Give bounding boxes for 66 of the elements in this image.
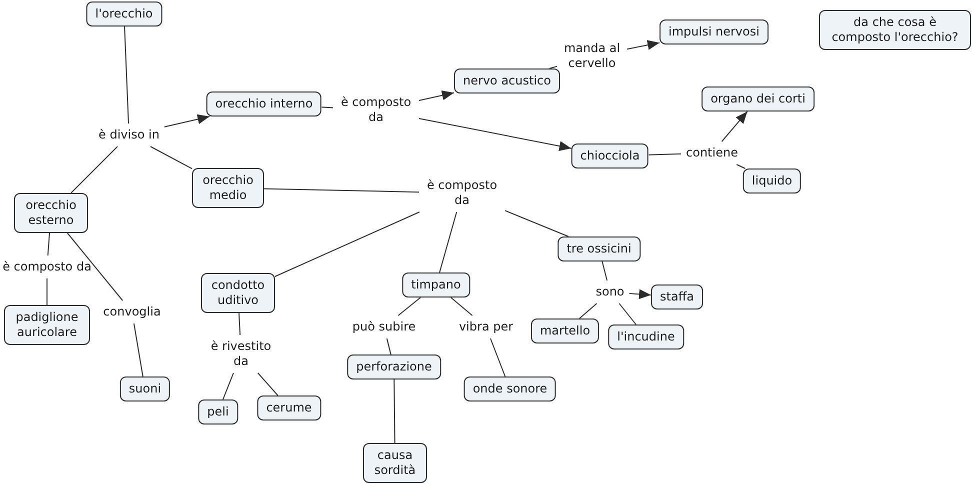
- linking-phrase: è diviso in: [98, 128, 160, 142]
- connector-line: [578, 303, 598, 319]
- connector-line: [504, 210, 569, 237]
- concept-box: padiglione auricolare: [4, 305, 90, 345]
- linking-phrase: contiene: [685, 146, 739, 160]
- connector-line: [439, 212, 458, 273]
- connector-line: [490, 338, 506, 377]
- connector-line: [222, 372, 234, 400]
- linking-phrase: è composto da: [423, 178, 501, 208]
- concept-box: tre ossicini: [558, 236, 640, 262]
- connector-line: [47, 232, 50, 256]
- connector-line: [46, 278, 48, 306]
- arrow: [628, 289, 652, 300]
- linking-phrase: sono: [594, 284, 626, 300]
- concept-box: orecchio medio: [192, 168, 264, 208]
- concept-box: timpano: [402, 272, 470, 298]
- connector-line: [124, 26, 130, 124]
- connector-line: [150, 146, 192, 170]
- connector-line: [321, 106, 334, 108]
- connector-line: [618, 303, 636, 325]
- connector-line: [549, 66, 558, 69]
- connector-line: [386, 338, 392, 355]
- connector-line: [736, 164, 746, 169]
- connector-line: [66, 232, 124, 301]
- linking-phrase: convoglia: [102, 304, 162, 320]
- connector-line: [70, 146, 118, 194]
- concept-box: causa sordità: [363, 443, 427, 483]
- concept-box: liquido: [742, 168, 802, 194]
- arrow: [626, 40, 660, 50]
- concept-box: onde sonore: [464, 376, 556, 402]
- connector-line: [394, 379, 396, 444]
- linking-phrase: è rivestito da: [206, 339, 276, 369]
- concept-box: peli: [198, 400, 238, 424]
- concept-box: chiocciola: [571, 144, 649, 168]
- arrow: [164, 114, 210, 128]
- concept-box: staffa: [651, 284, 703, 310]
- concept-box: nervo acustico: [454, 68, 560, 94]
- concept-box: impulsi nervosi: [660, 20, 768, 44]
- connector-line: [450, 297, 473, 316]
- connector-line: [398, 297, 422, 316]
- connector-line: [238, 312, 241, 336]
- linking-phrase: può subire: [351, 320, 417, 334]
- connector-line: [257, 372, 278, 396]
- connector-line: [274, 212, 420, 277]
- concept-box: condotto uditivo: [201, 273, 275, 313]
- connector-line: [602, 261, 608, 281]
- concept-box: perforazione: [347, 354, 441, 380]
- arrow: [721, 111, 748, 142]
- concept-box: orecchio esterno: [14, 193, 88, 233]
- concept-box: cerume: [257, 396, 321, 420]
- connector-line: [648, 153, 682, 156]
- concept-box: suoni: [120, 376, 170, 402]
- concept-box: martello: [530, 318, 600, 344]
- arrow: [418, 90, 455, 101]
- linking-phrase: vibra per: [458, 320, 514, 334]
- concept-box: l'incudine: [608, 324, 684, 350]
- concept-box: da che cosa è composto l'orecchio?: [819, 10, 971, 50]
- connector-line: [264, 188, 420, 193]
- linking-phrase: è composto da: [2, 260, 92, 274]
- arrow: [418, 118, 572, 151]
- concept-box: orecchio interno: [206, 92, 322, 116]
- linking-phrase: è composto da: [337, 95, 415, 125]
- concept-box: l'orecchio: [86, 2, 162, 26]
- concept-box: organo dei corti: [702, 86, 814, 112]
- linking-phrase: manda al cervello: [561, 41, 623, 71]
- connector-line: [133, 323, 144, 377]
